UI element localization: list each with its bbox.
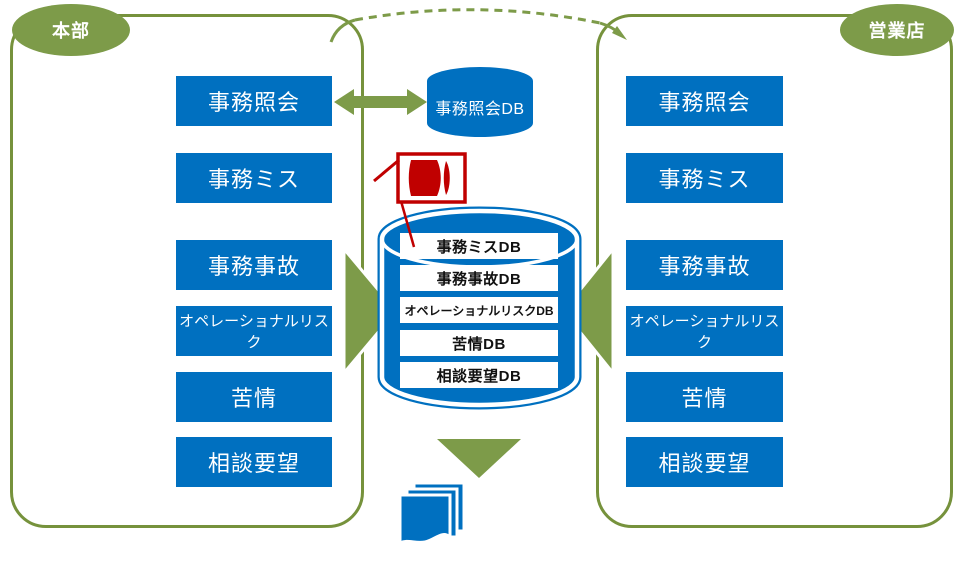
dashed-sync-arc-icon (329, 8, 627, 43)
documents-stack-icon (398, 481, 466, 546)
left-box-jimu-miss: 事務ミス (176, 153, 332, 203)
branch-badge: 営業店 (840, 4, 954, 56)
left-box-kujo: 苦情 (176, 372, 332, 422)
right-box-jimu-miss: 事務ミス (626, 153, 783, 203)
right-box-sodan-yobo: 相談要望 (626, 437, 783, 487)
left-box-jimu-jiko: 事務事故 (176, 240, 332, 290)
left-box-operational-risk: オペレーショナルリスク (176, 306, 332, 356)
top-db-label: 事務照会DB (435, 101, 525, 118)
db-row-sodan-yobo: 相談要望DB (400, 362, 558, 388)
db-row-kujo: 苦情DB (400, 330, 558, 356)
left-box-jimu-shokai: 事務照会 (176, 76, 332, 126)
db-row-jimu-jiko: 事務事故DB (400, 265, 558, 291)
right-box-jimu-jiko: 事務事故 (626, 240, 783, 290)
right-box-kujo: 苦情 (626, 372, 783, 422)
db-row-jimu-miss: 事務ミスDB (400, 233, 558, 259)
right-box-operational-risk: オペレーショナルリスク (626, 306, 783, 356)
db-row-operational-risk: オペレーショナルリスクDB (400, 297, 558, 323)
down-flow-arrow-icon (437, 439, 521, 478)
left-box-sodan-yobo: 相談要望 (176, 437, 332, 487)
red-flag-icon (373, 152, 467, 204)
headquarters-badge: 本部 (12, 4, 130, 56)
right-box-jimu-shokai: 事務照会 (626, 76, 783, 126)
